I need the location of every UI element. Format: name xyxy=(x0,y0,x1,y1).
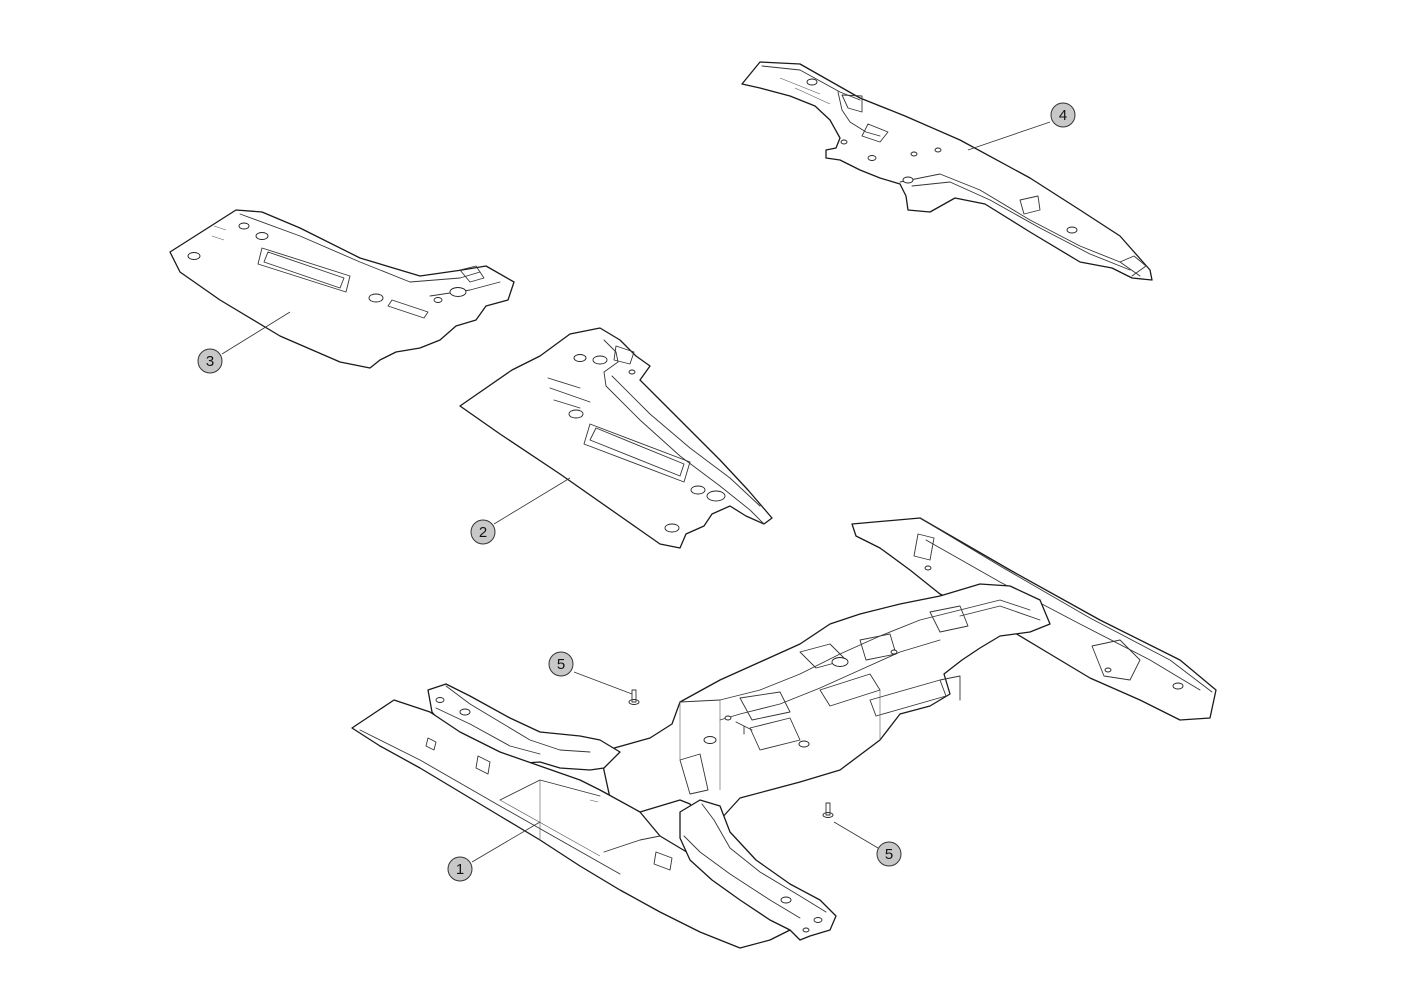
callout-2-label: 2 xyxy=(479,524,487,541)
leader-5b xyxy=(833,821,879,849)
part-4-cross-member xyxy=(741,61,1153,281)
part-5-bolt-lower xyxy=(822,802,834,818)
callout-4: 4 xyxy=(1050,102,1076,128)
part-5-bolt-upper xyxy=(628,689,640,705)
leader-4 xyxy=(967,121,1051,151)
part-2-floor-panel xyxy=(459,327,773,549)
callout-5-upper-label: 5 xyxy=(557,656,565,673)
callout-2: 2 xyxy=(470,519,496,545)
callout-1-label: 1 xyxy=(456,861,464,878)
part-1-floor-assembly xyxy=(351,517,1217,949)
callout-1: 1 xyxy=(447,856,473,882)
leader-1 xyxy=(471,821,541,863)
callout-5-lower: 5 xyxy=(876,841,902,867)
callout-5-lower-label: 5 xyxy=(885,846,893,863)
callout-3: 3 xyxy=(197,348,223,374)
callout-4-label: 4 xyxy=(1059,107,1067,124)
leader-5a xyxy=(573,671,633,695)
callout-3-label: 3 xyxy=(206,353,214,370)
part-3-floor-panel xyxy=(169,209,515,369)
leader-lines xyxy=(221,121,1051,863)
leader-2 xyxy=(493,477,571,525)
callout-5-upper: 5 xyxy=(548,651,574,677)
leader-3 xyxy=(221,311,291,355)
